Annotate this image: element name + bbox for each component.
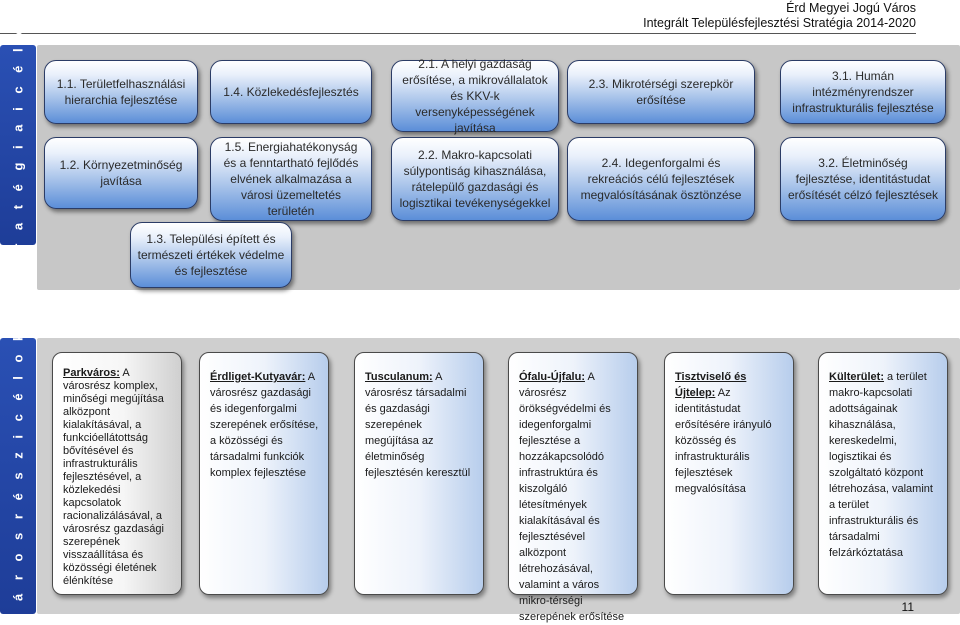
district-card-title: Érdliget-Kutyavár:: [210, 371, 306, 383]
document-header-city: Érd Megyei Jogú Város: [786, 1, 916, 15]
goal-box-1-1: 1.1. Területfelhasználási hierarchia fej…: [44, 60, 198, 124]
district-card-title: Tisztviselő és Újtelep:: [675, 371, 747, 399]
district-card-body: A városrész gazdasági és idegenforgalmi …: [210, 371, 319, 479]
district-card-erdliget-kutyavar: Érdliget-Kutyavár: A városrész gazdasági…: [199, 352, 329, 595]
district-card-title: Ófalu-Újfalu:: [519, 371, 585, 383]
goal-box-1-4: 1.4. Közlekedésfejlesztés: [210, 60, 372, 124]
header-divider: [0, 33, 916, 34]
district-card-tisztviselo-ujtelep: Tisztviselő és Újtelep: Az identitástuda…: [664, 352, 794, 595]
goal-box-2-3: 2.3. Mikrotérségi szerepkör erősítése: [567, 60, 755, 124]
district-card-ofalu-ujfalu: Ófalu-Újfalu: A városrész örökségvédelmi…: [508, 352, 638, 623]
district-card-parkvaros: Parkváros: A városrész komplex, minőségi…: [52, 352, 182, 595]
district-goals-side-label: V á r o s r é s z i c é l o k: [0, 329, 36, 623]
district-card-tusculanum: Tusculanum: A városrész társadalmi és ga…: [354, 352, 484, 595]
goal-box-3-1: 3.1. Humán intézményrendszer infrastrukt…: [780, 60, 946, 124]
document-header-title: Integrált Településfejlesztési Stratégia…: [643, 16, 916, 30]
goal-box-2-1: 2.1. A helyi gazdaság erősítése, a mikro…: [391, 57, 559, 135]
district-goals-panel: [37, 338, 960, 614]
district-card-body: A városrész komplex, minőségi megújítása…: [63, 367, 164, 587]
district-card-body: A városrész örökségvédelmi és idegenforg…: [519, 371, 625, 623]
goal-box-2-2: 2.2. Makro-kapcsolati súlyponti­ság kiha…: [391, 137, 559, 221]
goal-box-1-2: 1.2. Környezetminőség javítása: [44, 137, 198, 209]
district-card-kulterulet: Külterület: a terület makro-kapcsolati a…: [818, 352, 948, 595]
district-card-body: Az identitástudat erősítésére irányuló k…: [675, 387, 772, 495]
district-card-body: a terület makro-kapcsolati adottságainak…: [829, 371, 933, 559]
district-card-title: Parkváros:: [63, 367, 120, 379]
page-number: 11: [901, 600, 914, 614]
goal-box-2-4: 2.4. Idegenforgalmi és rekreációs célú f…: [567, 137, 755, 221]
strategic-goals-side-label: S t r a t é g i a i c é l o k: [0, 1, 36, 289]
goal-box-3-2: 3.2. Életminőség fejlesztése, identitást…: [780, 137, 946, 221]
goal-box-1-3: 1.3. Települési épített és természeti ér…: [130, 222, 292, 288]
district-card-title: Külterület:: [829, 371, 884, 383]
goal-box-1-5: 1.5. Energiahatékonyság és a fenntarthat…: [210, 137, 372, 221]
district-card-body: A városrész társadalmi és gazdasági szer…: [365, 371, 471, 479]
district-card-title: Tusculanum:: [365, 371, 433, 383]
